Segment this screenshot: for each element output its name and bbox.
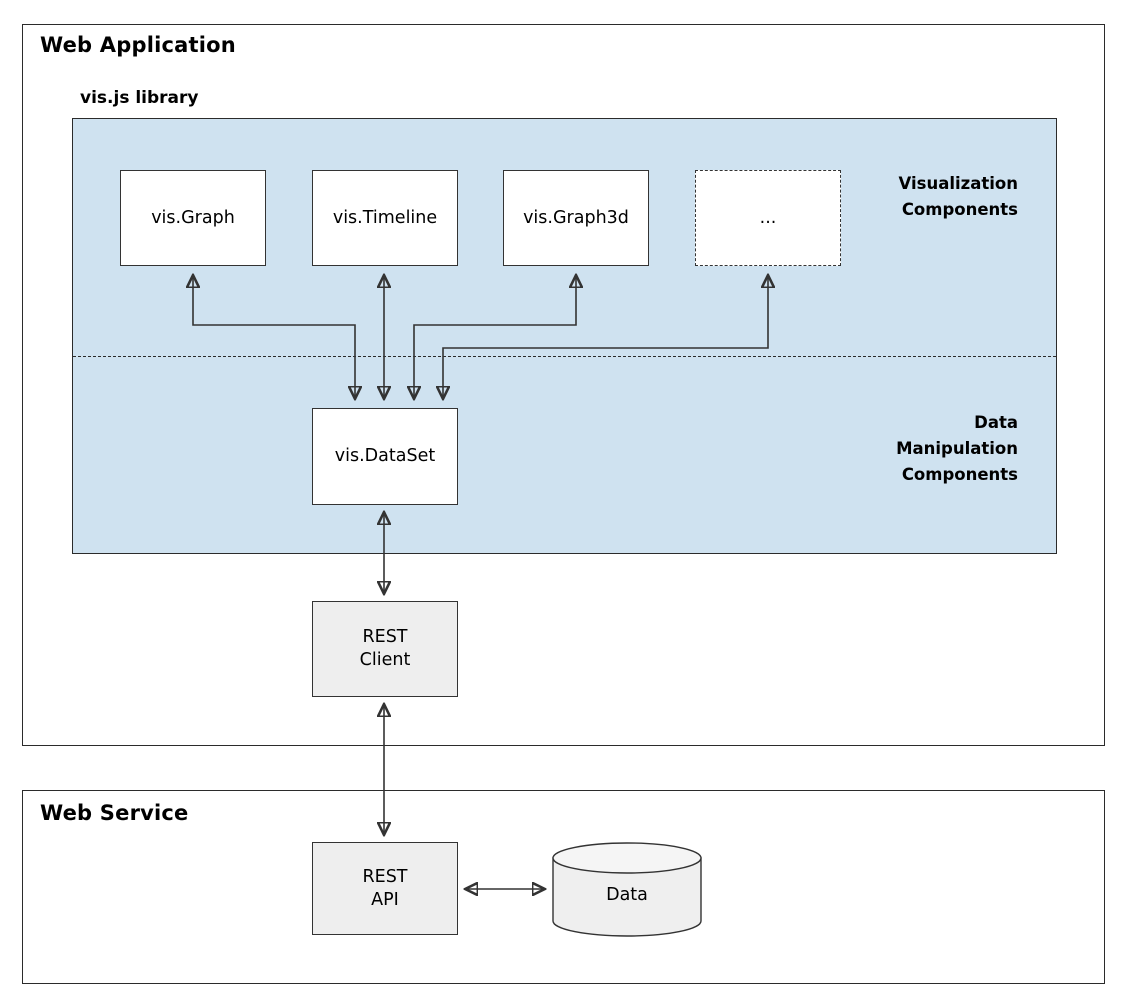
visualization-components-label: Visualization Components: [760, 171, 1018, 223]
web-service-title: Web Service: [40, 801, 189, 825]
rest-api-line1: REST: [362, 866, 408, 887]
node-vis-graph[interactable]: vis.Graph: [120, 170, 266, 266]
cylinder-icon: [552, 842, 702, 937]
node-data-store[interactable]: Data: [552, 842, 702, 937]
node-rest-api[interactable]: REST API: [312, 842, 458, 935]
rest-client-line2: Client: [359, 650, 411, 670]
data-label-line2: Manipulation: [896, 439, 1018, 458]
node-rest-client[interactable]: REST Client: [312, 601, 458, 697]
visualization-label-line1: Visualization: [898, 174, 1018, 193]
web-application-title: Web Application: [40, 33, 236, 57]
data-label-line1: Data: [974, 413, 1018, 432]
rest-api-line2: API: [371, 889, 399, 910]
data-store-label: Data: [606, 885, 648, 905]
rest-client-line1: REST: [362, 627, 408, 647]
node-vis-timeline[interactable]: vis.Timeline: [312, 170, 458, 266]
node-more-components[interactable]: ...: [695, 170, 841, 266]
node-vis-dataset[interactable]: vis.DataSet: [312, 408, 458, 505]
layer-divider: [73, 356, 1056, 357]
vis-js-library-title: vis.js library: [80, 88, 199, 108]
container-web-application: [22, 24, 1105, 746]
data-manipulation-components-label: Data Manipulation Components: [760, 410, 1018, 488]
data-label-line3: Components: [901, 465, 1018, 484]
visualization-label-line2: Components: [901, 200, 1018, 219]
container-web-service: [22, 790, 1105, 984]
node-vis-graph3d[interactable]: vis.Graph3d: [503, 170, 649, 266]
